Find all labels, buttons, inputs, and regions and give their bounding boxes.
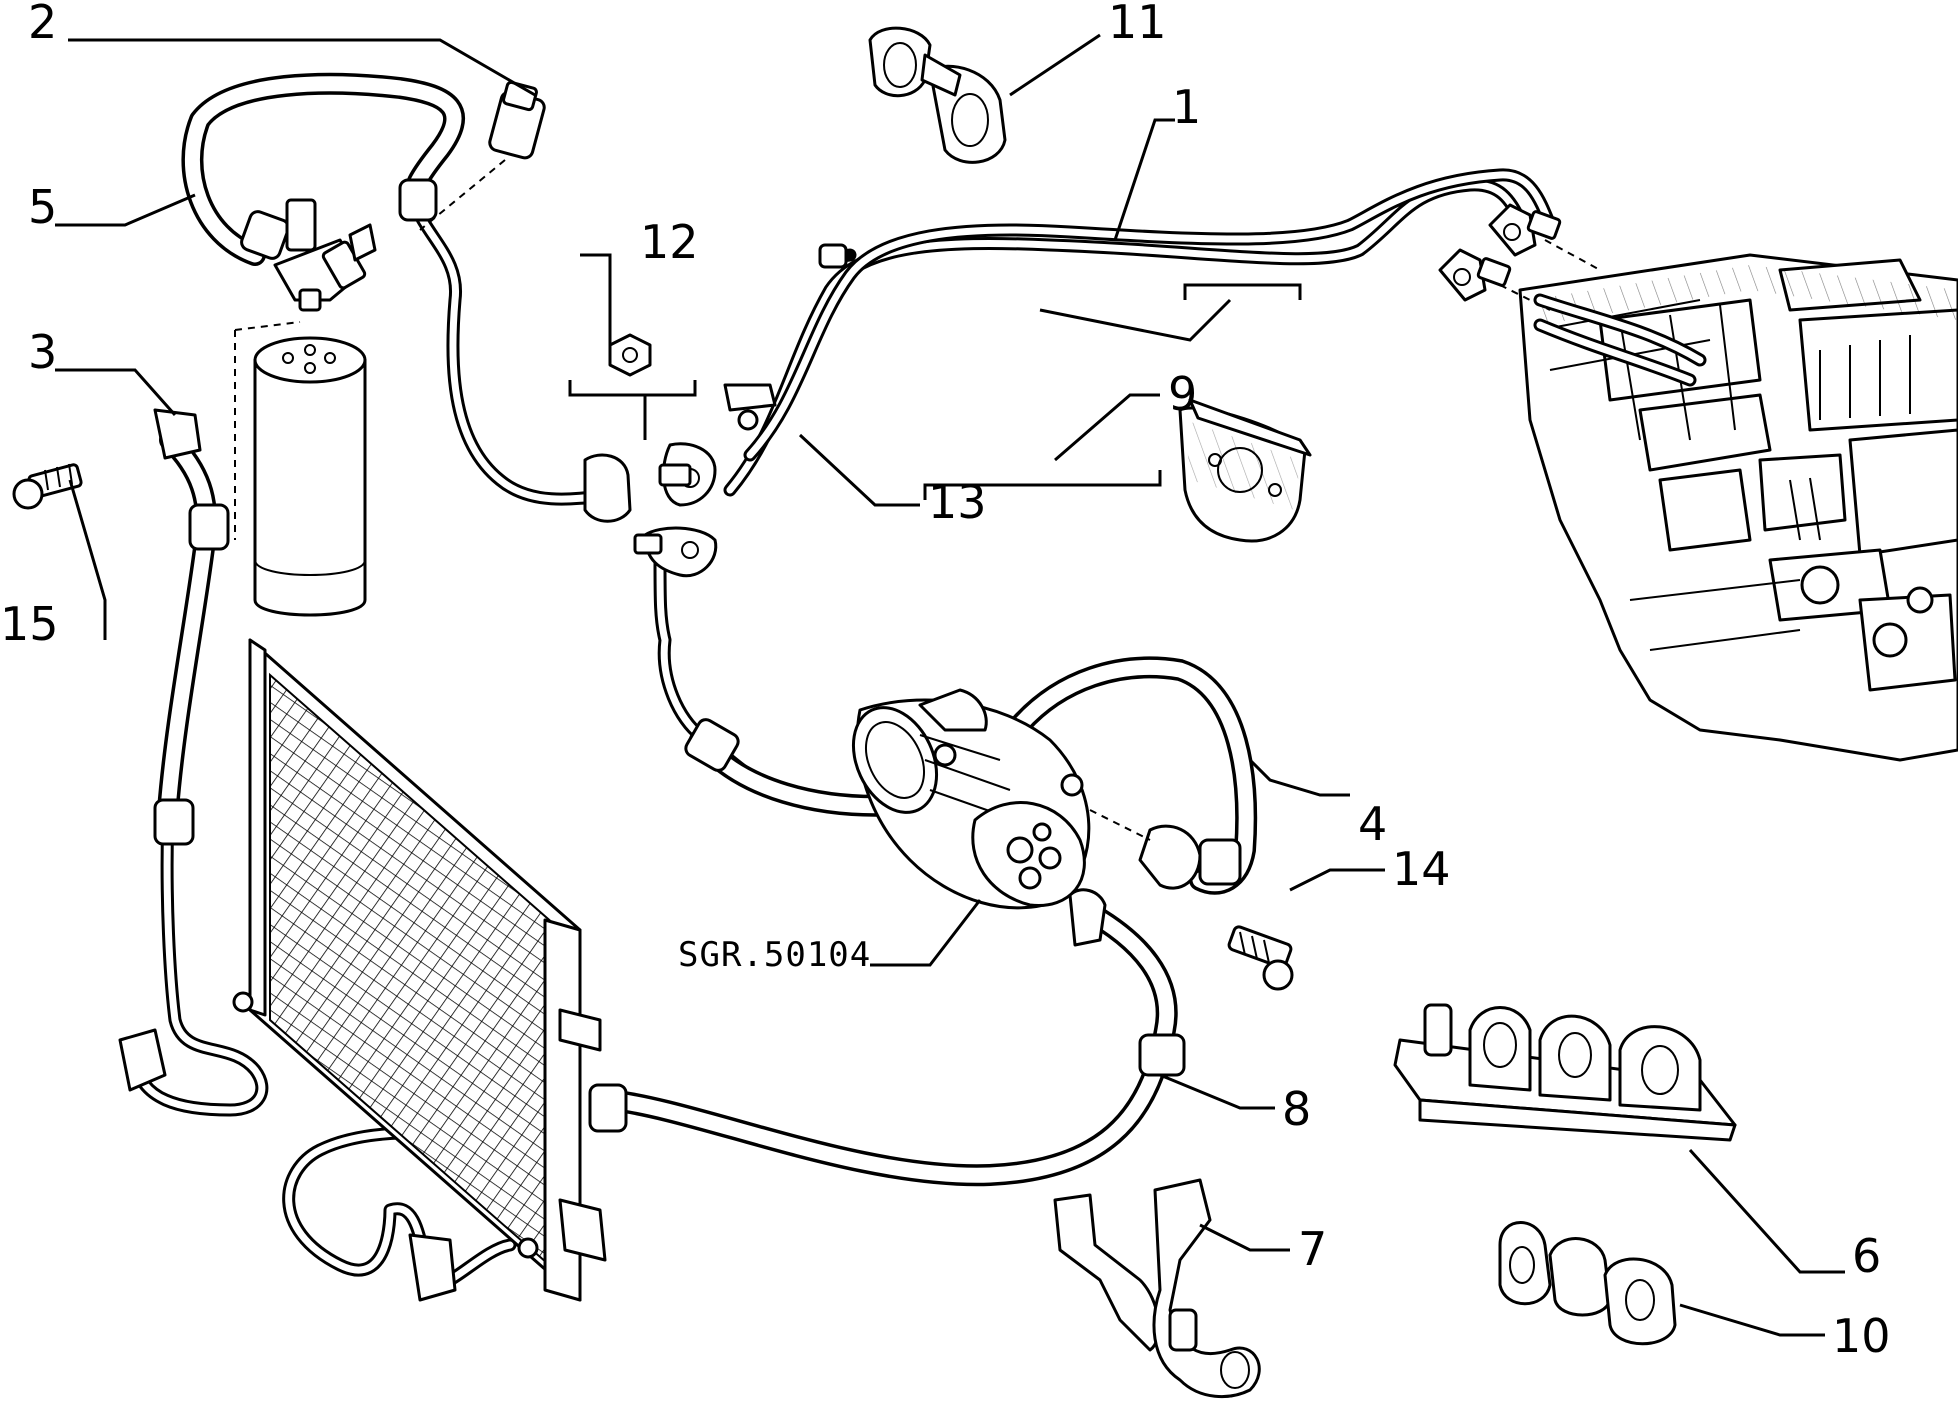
- clip-9: [1178, 398, 1312, 543]
- compressor: [851, 688, 1151, 910]
- callout-14: 14: [1392, 842, 1451, 896]
- receiver-drier: [234, 321, 367, 617]
- hose-3: [118, 408, 269, 1117]
- hvac-unit: [1518, 253, 1958, 762]
- fitting-2: [419, 80, 546, 231]
- callout-6: 6: [1852, 1229, 1881, 1283]
- fitting-15: [12, 463, 83, 510]
- flange-center: [583, 383, 777, 578]
- callout-15: 15: [0, 597, 59, 651]
- pipe-1: [723, 168, 1557, 497]
- callout-7: 7: [1298, 1222, 1327, 1276]
- clip-11: [868, 26, 1007, 164]
- hose-5: [181, 72, 617, 506]
- callout-4: 4: [1358, 797, 1387, 851]
- callout-5: 5: [28, 180, 57, 234]
- callout-8: 8: [1282, 1082, 1311, 1136]
- nut-12: [608, 333, 652, 377]
- leader-lines: [55, 33, 1845, 1337]
- callout-3: 3: [28, 325, 57, 379]
- condenser: [232, 638, 607, 1302]
- callout-1: 1: [1172, 80, 1201, 134]
- reference-code: SGR.50104: [678, 935, 871, 975]
- hose-8: [588, 888, 1186, 1187]
- callout-2: 2: [28, 0, 57, 49]
- callout-11: 11: [1108, 0, 1167, 49]
- hose-13: [653, 553, 917, 817]
- clip-7: [1053, 1178, 1261, 1399]
- callout-12: 12: [640, 215, 699, 269]
- fitting-1-ends: [1438, 203, 1601, 311]
- callout-13: 13: [928, 475, 987, 529]
- clip-10: [1498, 1221, 1677, 1346]
- callout-10: 10: [1832, 1309, 1891, 1363]
- pipe-lower: [282, 1123, 547, 1302]
- callout-9: 9: [1168, 367, 1197, 421]
- fitting-14: [1227, 925, 1294, 991]
- callout-labels: 2 5 3 15 11 1 12 9 13 4 14 SGR.50104 8 7…: [0, 0, 1891, 1363]
- pressure-switch-block: [273, 198, 377, 312]
- clip-6: [1393, 1003, 1737, 1142]
- hose-4: [1009, 656, 1258, 895]
